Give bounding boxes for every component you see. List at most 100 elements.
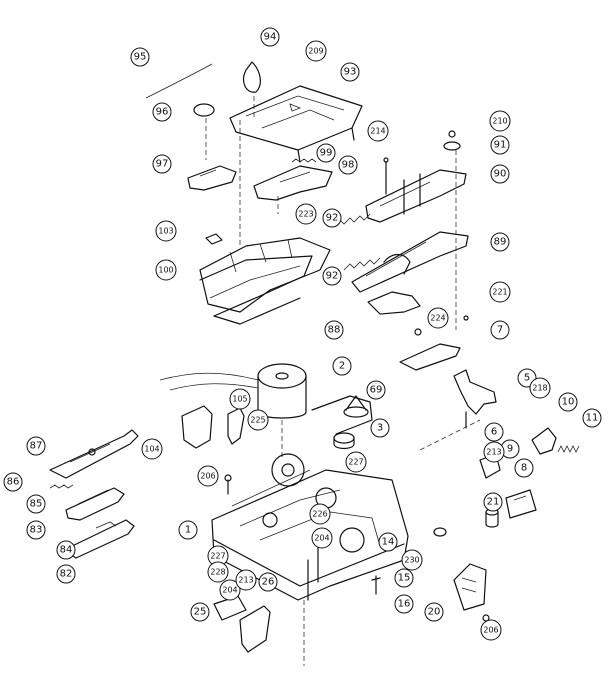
part-95-wire [145,63,213,99]
part-lower-cam [367,291,421,315]
callout-11: 11 [582,408,602,428]
callout-bubble [3,472,23,492]
callout-number: 6 [491,427,497,438]
callout-bubble [235,569,257,591]
callout-bubble [529,377,551,399]
callout-number: 204 [222,586,237,595]
callout-bubble [258,572,278,592]
callout-206b: 206 [480,619,502,641]
callout-82: 82 [56,564,76,584]
callout-93: 93 [340,62,360,82]
callout-number: 103 [158,227,173,236]
callout-bubble [322,266,342,286]
callout-92b: 92 [322,266,342,286]
callout-bubble [340,62,360,82]
callout-bubble [247,409,269,431]
callout-number: 225 [250,416,265,425]
callout-number: 206 [483,626,498,635]
callout-6: 6 [484,422,504,442]
callout-20: 20 [424,602,444,622]
part-89-slider [351,231,469,293]
callout-224: 224 [427,307,449,329]
callout-number: 230 [404,556,419,565]
callout-83: 83 [26,520,46,540]
callout-number: 221 [492,288,507,297]
part-3-gear [333,432,355,450]
callout-bubble [490,135,510,155]
part-99-spring [291,158,317,163]
callout-number: 226 [312,510,327,519]
callout-226: 226 [309,503,331,525]
callout-number: 11 [586,413,599,424]
callout-204b: 204 [219,579,241,601]
callout-213: 213 [483,441,505,463]
callout-227: 227 [345,451,367,473]
part-8-block [505,489,537,519]
callout-number: 93 [344,67,357,78]
callout-204a: 204 [311,527,333,549]
callout-92a: 92 [322,208,342,228]
part-14-cap [433,527,447,537]
part-6-link [419,419,481,451]
callout-87: 87 [26,436,46,456]
part-69-cone [343,395,369,418]
tray-lower-frame [199,237,331,325]
part-20-pcb [453,563,490,622]
part-96-ring [193,103,215,117]
callout-86: 86 [3,472,23,492]
part-87-lever [49,429,139,479]
callout-bubble [56,564,76,584]
callout-9: 9 [500,439,520,459]
callout-bubble [427,307,449,329]
part-94-clip [243,61,261,93]
callout-number: 209 [308,47,323,56]
callout-bubble [484,422,504,442]
callout-number: 213 [238,576,253,585]
callout-number: 86 [7,477,20,488]
callout-bubble [514,458,534,478]
callout-bubble [490,164,510,184]
callout-98: 98 [338,155,358,175]
callout-number: 88 [328,325,341,336]
callout-number: 105 [232,395,247,404]
callout-number: 210 [492,117,507,126]
callout-bubble [229,388,251,410]
callout-bubble [56,540,76,560]
callout-number: 1 [185,525,191,536]
part-103-block [205,233,223,245]
callout-number: 227 [348,458,363,467]
callout-number: 98 [342,160,355,171]
callout-bubble [309,503,331,525]
callout-94: 94 [260,27,280,47]
callout-213b: 213 [235,569,257,591]
callout-number: 214 [370,127,385,136]
callout-number: 99 [320,148,333,159]
callout-number: 82 [60,569,73,580]
callout-bubble [483,441,505,463]
callout-bubble [26,436,46,456]
callout-bubble [324,320,344,340]
callout-number: 85 [30,499,43,510]
callout-218: 218 [529,377,551,399]
callout-103: 103 [155,220,177,242]
callout-bubble [197,465,219,487]
callout-bubble [424,602,444,622]
callout-100: 100 [155,259,177,281]
callout-number: 92 [326,271,339,282]
callout-bubble [366,380,386,400]
part-90-slider [365,169,467,223]
part-97-bracket [187,165,237,191]
callout-number: 213 [486,448,501,457]
callout-bubble [152,102,172,122]
callout-69: 69 [366,380,386,400]
callout-bubble [26,494,46,514]
callout-number: 84 [60,545,73,556]
part-11-spring [557,445,580,453]
callout-number: 89 [494,237,507,248]
callout-bubble [489,110,511,132]
callout-number: 83 [30,525,43,536]
callout-95: 95 [130,47,150,67]
callout-15: 15 [394,568,414,588]
callout-2: 2 [332,356,352,376]
